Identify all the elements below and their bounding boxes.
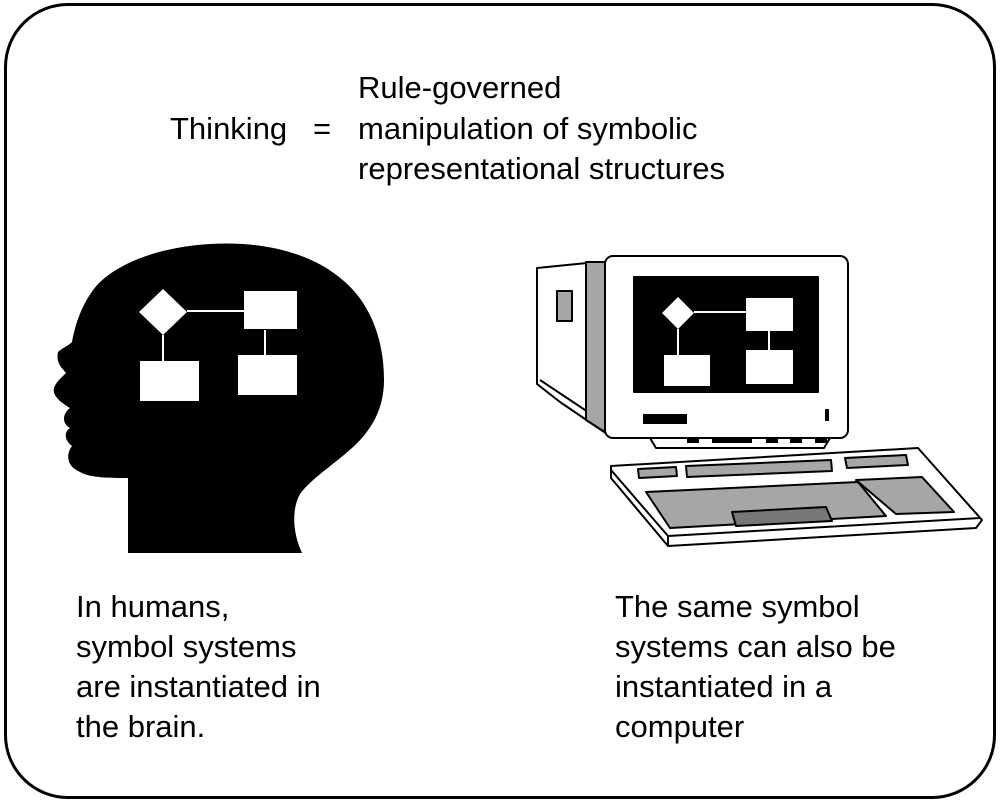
drive-slot	[643, 414, 687, 424]
box-node	[746, 350, 793, 384]
box-node	[244, 291, 297, 329]
computer-caption-line: systems can also be	[615, 629, 896, 664]
box-node	[746, 298, 793, 331]
equals-sign: =	[313, 111, 332, 146]
equation-lhs: Thinking	[170, 111, 288, 146]
human-caption-line: the brain.	[76, 709, 206, 744]
computer-caption-line: computer	[615, 709, 745, 744]
computer-caption-line: instantiated in a	[615, 669, 833, 704]
human-caption-line: are instantiated in	[76, 669, 321, 704]
diamond-node	[139, 289, 187, 335]
box-node	[238, 355, 297, 395]
equation-rhs-line-2: manipulation of symbolic	[358, 111, 698, 146]
equation-rhs-line-3: representational structures	[358, 151, 726, 186]
box-node	[140, 361, 199, 401]
human-caption: In humans, symbol systems are instantiat…	[76, 587, 321, 747]
power-indicator	[825, 409, 829, 421]
equation-rhs-line-1: Rule-governed	[358, 70, 562, 105]
human-caption-line: In humans,	[76, 589, 230, 624]
rounded-border-frame	[4, 3, 996, 799]
human-caption-line: symbol systems	[76, 629, 297, 664]
brain-symbol-diagram	[139, 289, 297, 401]
screen-symbol-diagram	[662, 297, 793, 386]
diamond-node	[662, 297, 694, 329]
head-silhouette	[53, 243, 385, 553]
box-node	[664, 355, 710, 386]
vent-dashes	[687, 439, 827, 443]
computer-caption-line: The same symbol	[615, 589, 860, 624]
computer-caption: The same symbol systems can also be inst…	[615, 587, 896, 747]
